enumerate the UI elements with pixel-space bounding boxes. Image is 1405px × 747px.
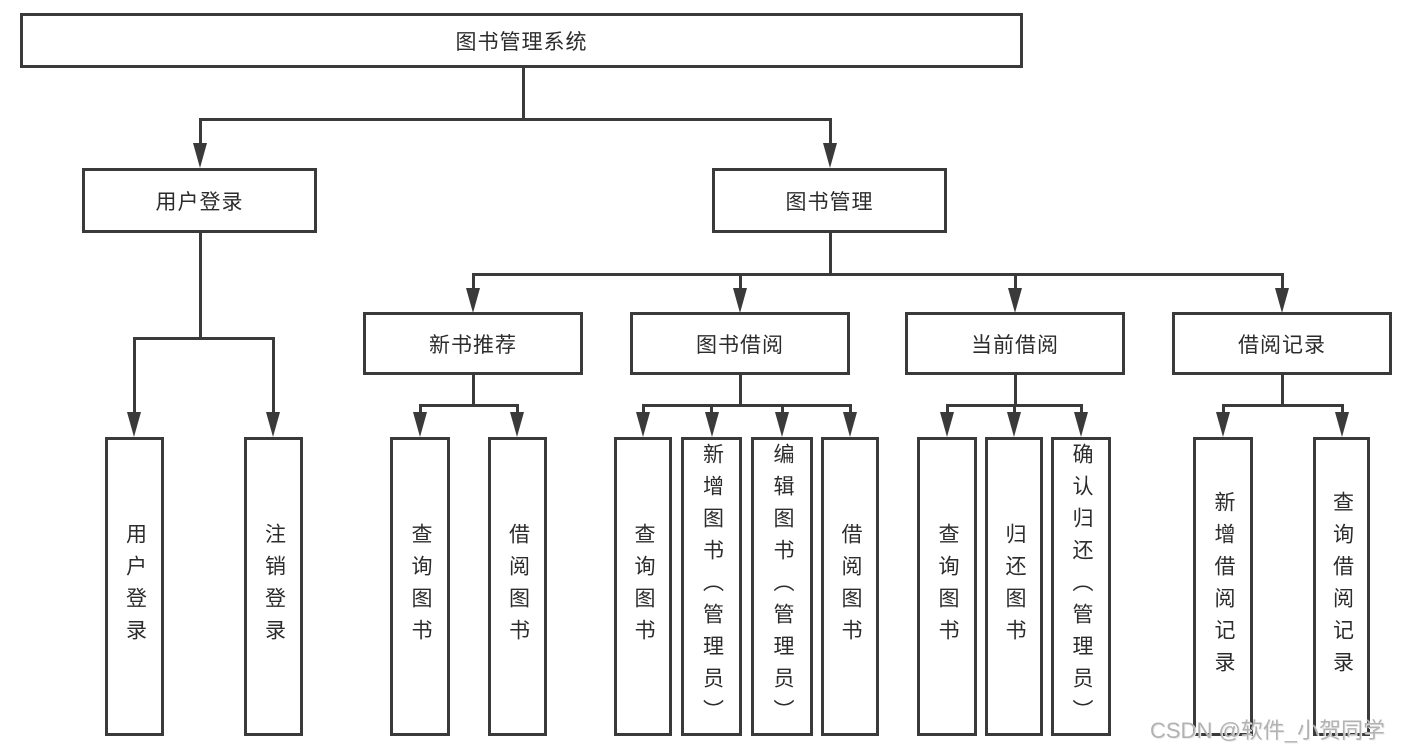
connector-bookborrow-stem	[738, 375, 742, 407]
arrow-down-icon	[193, 143, 207, 168]
leaf-cb-return-books-label: 归还图书	[1003, 522, 1027, 651]
connector-bookmgmt-stem	[828, 233, 832, 276]
connector-level3-bus	[471, 273, 1284, 276]
connector-arrow-stem	[418, 404, 422, 415]
node-book-borrow-label: 图书借阅	[696, 333, 784, 357]
connector-newbook-stem	[471, 375, 475, 407]
leaf-bb-add-books-admin: 新增图书（管理员）	[681, 437, 742, 736]
connector-arrow-stem	[738, 273, 742, 291]
arrow-down-icon	[466, 288, 480, 313]
connector-arrow-stem	[710, 404, 713, 415]
arrow-down-icon	[127, 412, 141, 437]
arrow-down-icon	[1007, 412, 1021, 437]
node-current-borrow: 当前借阅	[905, 312, 1125, 375]
connector-currentborrow-stem	[1013, 375, 1017, 407]
leaf-bb-edit-books-admin-label: 编辑图书（管理员）	[771, 442, 795, 731]
node-book-mgmt-label: 图书管理	[785, 190, 874, 214]
node-user-login: 用户登录	[82, 168, 317, 233]
leaf-rec-borrow-books-label: 借阅图书	[506, 522, 530, 651]
leaf-br-query-record: 查询借阅记录	[1313, 437, 1370, 736]
connector-userlogin-stem	[198, 233, 202, 340]
node-borrow-records: 借阅记录	[1172, 312, 1392, 375]
leaf-bb-edit-books-admin: 编辑图书（管理员）	[751, 437, 813, 736]
leaf-br-add-record-label: 新增借阅记录	[1212, 490, 1236, 683]
node-root-label: 图书管理系统	[455, 30, 588, 54]
leaf-cb-query-books-label: 查询图书	[936, 522, 960, 651]
arrow-down-icon	[1008, 288, 1022, 313]
node-current-borrow-label: 当前借阅	[971, 333, 1059, 357]
connector-arrow-stem	[828, 118, 832, 146]
leaf-rec-query-books: 查询图书	[390, 437, 450, 736]
connector-level2-bus	[198, 118, 832, 121]
leaf-cb-confirm-return-admin: 确认归还（管理员）	[1051, 437, 1111, 736]
connector-arrow-stem	[1012, 404, 1016, 415]
connector-arrow-stem	[945, 404, 949, 415]
connector-arrow-stem	[271, 337, 275, 415]
arrow-down-icon	[843, 412, 857, 437]
arrow-down-icon	[1335, 412, 1349, 437]
leaf-bb-borrow-books: 借阅图书	[821, 437, 879, 736]
arrow-down-icon	[940, 412, 954, 437]
leaf-cb-query-books: 查询图书	[917, 437, 977, 736]
connector-arrow-stem	[515, 404, 519, 415]
leaf-rec-query-books-label: 查询图书	[409, 522, 433, 651]
arrow-down-icon	[775, 412, 789, 437]
connector-arrow-stem	[848, 404, 852, 415]
connector-root-stem	[521, 68, 525, 118]
watermark: CSDN @软件_小贺同学	[1150, 718, 1386, 743]
connector-newbook-bus	[418, 404, 519, 407]
connector-borrowrecords-stem	[1280, 375, 1284, 407]
node-book-mgmt: 图书管理	[712, 168, 947, 233]
arrow-down-icon	[510, 412, 524, 437]
arrow-down-icon	[704, 412, 719, 437]
leaf-cb-return-books: 归还图书	[985, 437, 1043, 736]
connector-arrow-stem	[471, 273, 475, 291]
leaf-bb-query-books-label: 查询图书	[632, 522, 656, 651]
node-new-book-rec: 新书推荐	[363, 312, 583, 375]
arrow-down-icon	[266, 412, 280, 437]
leaf-user-login: 用户登录	[105, 437, 164, 736]
connector-bookborrow-bus	[641, 404, 852, 407]
node-book-borrow: 图书借阅	[630, 312, 850, 375]
arrow-down-icon	[636, 412, 650, 437]
arrow-down-icon	[1216, 412, 1230, 437]
connector-arrow-stem	[1079, 404, 1083, 415]
arrow-down-icon	[823, 143, 837, 168]
arrow-down-icon	[733, 288, 747, 313]
connector-arrow-stem	[198, 118, 202, 146]
connector-arrow-stem	[641, 404, 645, 415]
leaf-rec-borrow-books: 借阅图书	[488, 437, 547, 736]
arrow-down-icon	[1074, 412, 1088, 437]
leaf-bb-add-books-admin-label: 新增图书（管理员）	[700, 442, 724, 731]
arrow-down-icon	[1275, 288, 1289, 313]
leaf-br-query-record-label: 查询借阅记录	[1330, 490, 1354, 683]
leaf-logout: 注销登录	[244, 437, 303, 736]
node-user-login-label: 用户登录	[155, 190, 244, 214]
connector-arrow-stem	[1340, 404, 1344, 415]
leaf-logout-label: 注销登录	[262, 522, 286, 651]
leaf-bb-borrow-books-label: 借阅图书	[839, 522, 863, 651]
arrow-down-icon	[413, 412, 427, 437]
connector-userlogin-bus	[132, 337, 275, 340]
connector-arrow-stem	[132, 337, 136, 415]
connector-borrowrecords-bus	[1221, 404, 1344, 407]
connector-arrow-stem	[1013, 273, 1017, 291]
leaf-user-login-label: 用户登录	[123, 522, 147, 651]
node-root: 图书管理系统	[20, 13, 1023, 68]
leaf-br-add-record: 新增借阅记录	[1193, 437, 1253, 736]
node-new-book-rec-label: 新书推荐	[429, 333, 517, 357]
connector-arrow-stem	[1221, 404, 1225, 415]
leaf-cb-confirm-return-admin-label: 确认归还（管理员）	[1070, 442, 1094, 731]
leaf-bb-query-books: 查询图书	[614, 437, 672, 736]
connector-arrow-stem	[780, 404, 784, 415]
connector-arrow-stem	[1280, 273, 1284, 291]
node-borrow-records-label: 借阅记录	[1238, 333, 1326, 357]
